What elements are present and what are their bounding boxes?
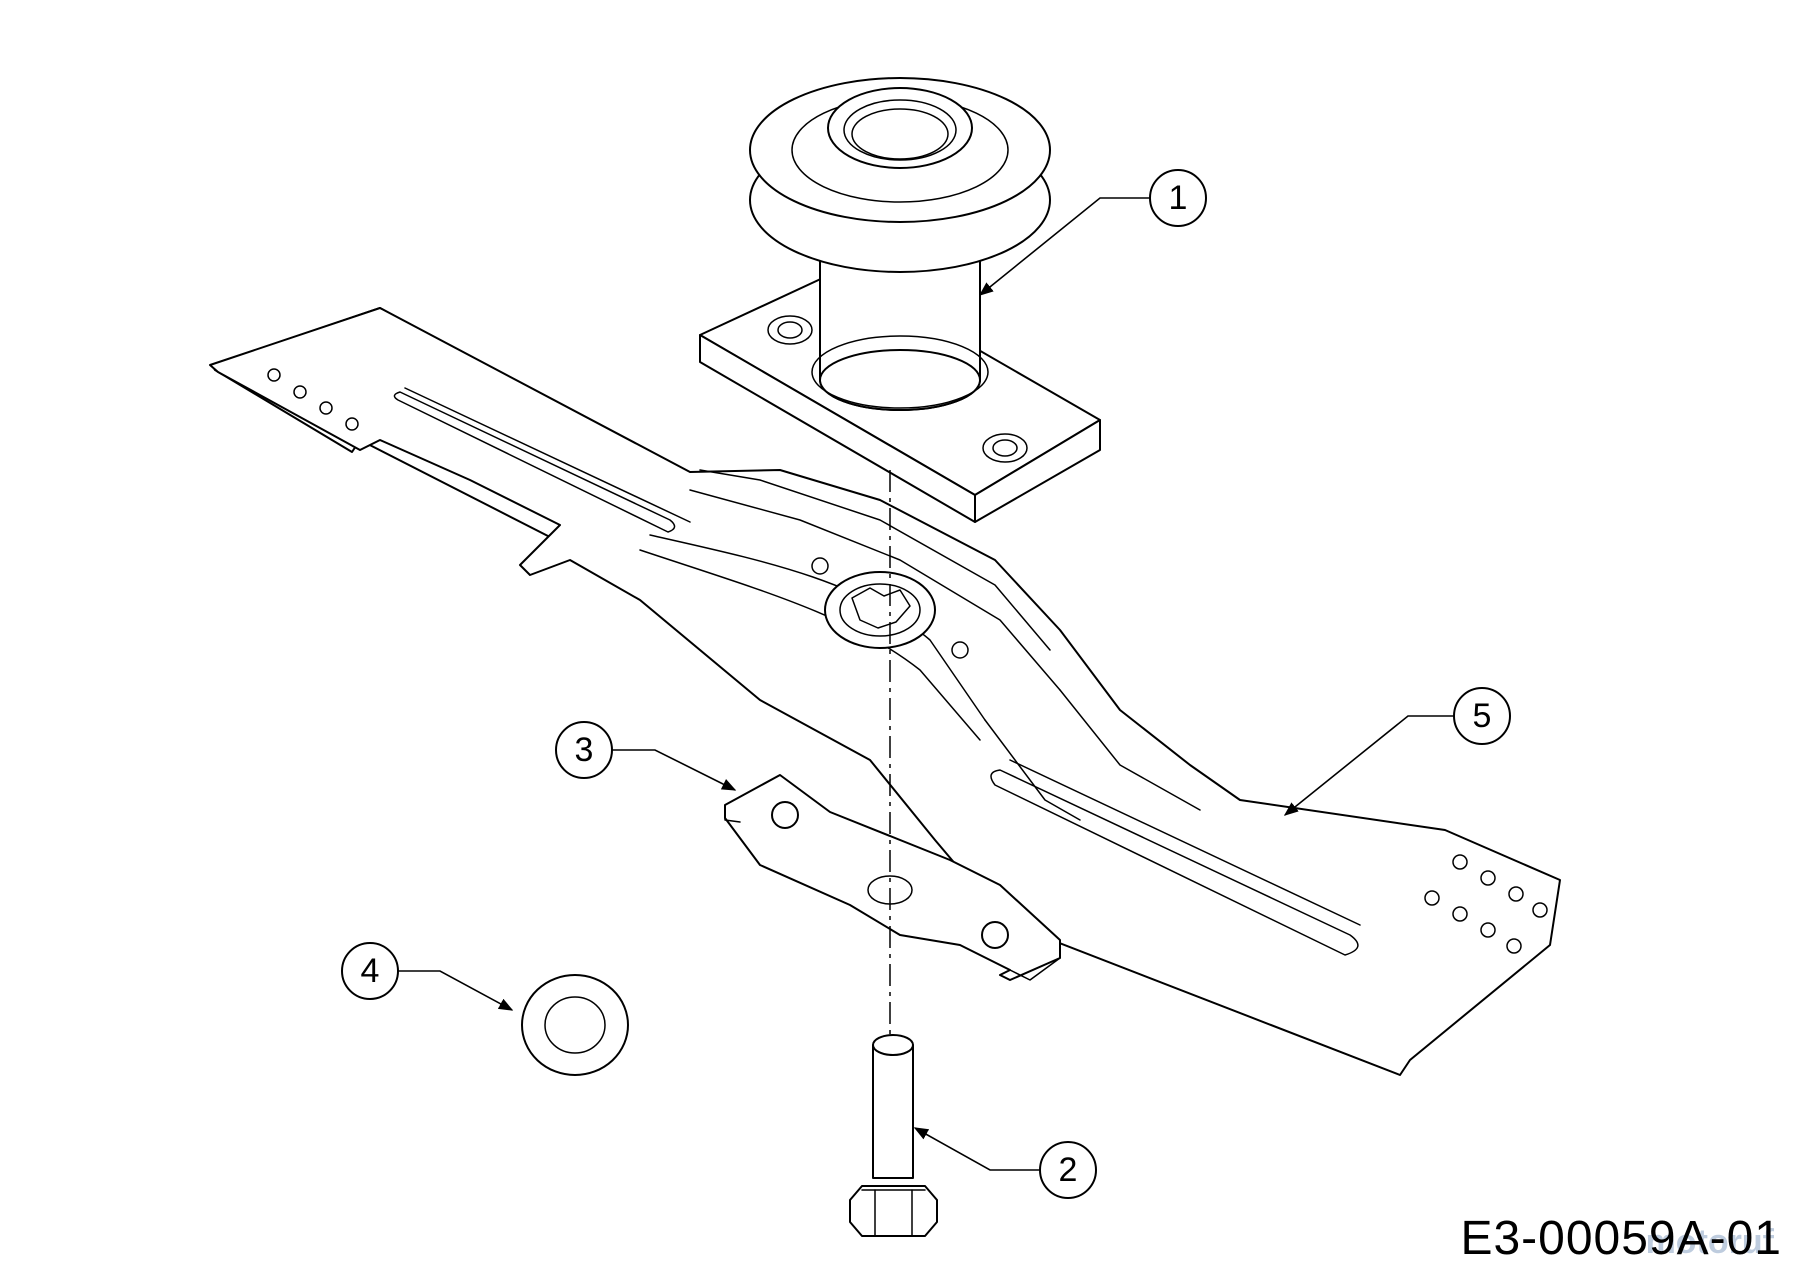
- blade-adapter-part-3: [724, 774, 1061, 981]
- drawing-code: E3-00059A-01: [1460, 1212, 1782, 1265]
- spindle-pulley-part-1: [699, 77, 1101, 523]
- svg-text:2: 2: [1059, 1151, 1078, 1189]
- callout-2: 2: [913, 1127, 1097, 1199]
- blade-part-5: [209, 307, 1561, 1076]
- svg-text:3: 3: [575, 731, 594, 769]
- callout-1: 1: [978, 169, 1207, 296]
- callout-4: 4: [341, 942, 514, 1011]
- svg-text:5: 5: [1473, 697, 1492, 735]
- callout-5: 5: [1283, 687, 1511, 816]
- svg-text:1: 1: [1169, 179, 1188, 217]
- callout-3: 3: [555, 721, 737, 791]
- washer-part-4: [521, 974, 629, 1076]
- watermark-logo: motoruf: [1645, 1223, 1774, 1261]
- bolt-part-2: [849, 1034, 938, 1237]
- svg-text:4: 4: [361, 952, 380, 990]
